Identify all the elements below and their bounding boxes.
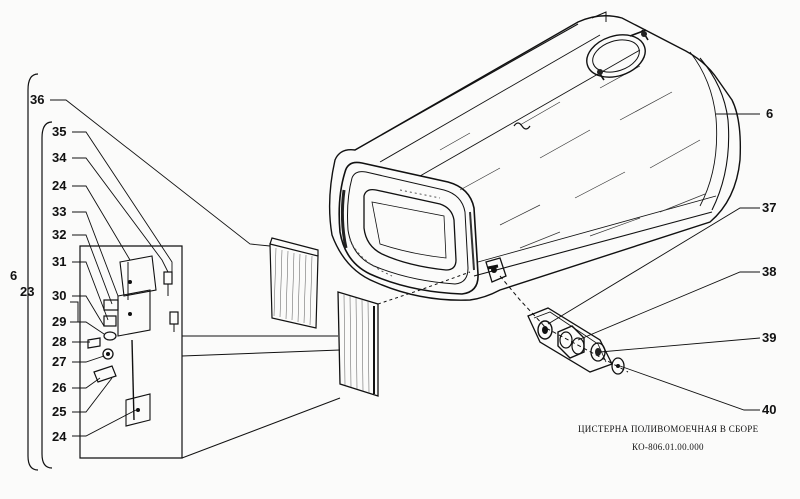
leader-lines <box>50 99 761 437</box>
callout-27: 27 <box>52 354 66 369</box>
hinge-bracket-panel <box>79 245 183 459</box>
callout-24-lower: 24 <box>52 429 67 444</box>
callout-25: 25 <box>52 404 66 419</box>
manhole-lid <box>586 11 649 81</box>
caption-block: ЦИСТЕРНА ПОЛИВОМОЕЧНАЯ В СБОРЕ КО-806.01… <box>578 424 759 452</box>
bracket-29-30 <box>70 301 79 323</box>
callout-36: 36 <box>30 92 44 107</box>
callout-40: 40 <box>762 402 776 417</box>
callout-26: 26 <box>52 380 66 395</box>
callout-30: 30 <box>52 288 66 303</box>
callout-37: 37 <box>762 200 776 215</box>
callout-35: 35 <box>52 124 66 139</box>
fittings-assembly <box>499 275 629 375</box>
callout-28: 28 <box>52 334 66 349</box>
tank-outlet <box>485 257 507 283</box>
caption-code: КО-806.01.00.000 <box>632 442 704 452</box>
tank-body <box>328 15 742 301</box>
hatch-panel-upper <box>269 237 319 329</box>
callout-39: 39 <box>762 330 776 345</box>
callout-29: 29 <box>52 314 66 329</box>
callout-33: 33 <box>52 204 66 219</box>
callout-34: 34 <box>52 150 67 165</box>
callout-6-right: 6 <box>766 106 773 121</box>
bracket-6 <box>27 73 39 471</box>
callout-6-left: 6 <box>10 268 17 283</box>
callout-23: 23 <box>20 284 34 299</box>
callout-38: 38 <box>762 264 776 279</box>
hatch-panel-lower <box>337 271 471 397</box>
bracket-23 <box>41 121 53 469</box>
callout-labels: 36 35 34 24 33 32 31 30 29 28 27 26 25 2… <box>10 92 776 444</box>
callout-31: 31 <box>52 254 66 269</box>
callout-32: 32 <box>52 227 66 242</box>
assembly-lines <box>181 335 341 459</box>
caption-title: ЦИСТЕРНА ПОЛИВОМОЕЧНАЯ В СБОРЕ <box>578 424 759 434</box>
callout-24-upper: 24 <box>52 178 67 193</box>
